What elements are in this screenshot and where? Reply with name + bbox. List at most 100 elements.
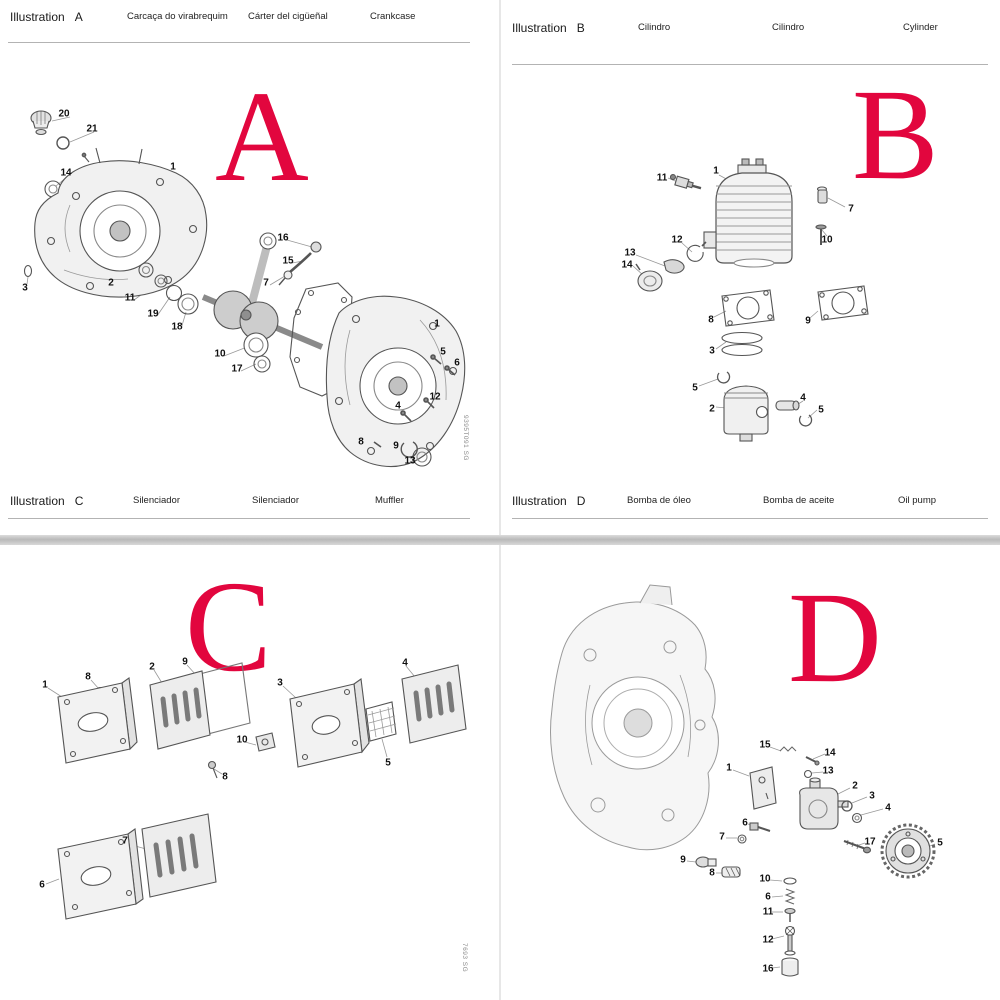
part-label: 1	[434, 318, 440, 330]
part-label: 6	[454, 357, 460, 369]
washer	[851, 812, 863, 824]
part-label: 6	[765, 891, 771, 903]
crankcase-half-left	[34, 147, 208, 298]
screw	[207, 760, 218, 779]
part-label: 4	[395, 400, 401, 412]
leader-lines	[632, 174, 846, 419]
part-label: 7	[719, 831, 725, 843]
washer	[783, 877, 797, 885]
part-label: 12	[671, 234, 683, 246]
part-label: 8	[709, 867, 715, 879]
leader-lines	[45, 664, 416, 885]
washer	[412, 447, 432, 467]
vertical-page-divider	[499, 0, 501, 1000]
seal-ring	[154, 274, 168, 288]
panel-a-caption-es: Cárter del cigüeñal	[248, 11, 328, 22]
crankcase-half-right	[325, 295, 466, 467]
panel-c-header: Illustration C	[10, 492, 83, 510]
part-label: 10	[214, 348, 226, 360]
part-label: 5	[818, 404, 824, 416]
part-label: 5	[937, 837, 943, 849]
part-label: 16	[277, 232, 289, 244]
valve	[784, 907, 796, 922]
bearing	[177, 293, 199, 315]
part-label: 8	[358, 436, 364, 448]
muffler-parts	[57, 662, 467, 920]
part-label: 18	[171, 321, 183, 333]
pump-bracket	[749, 766, 777, 810]
crankcase-diagram	[23, 110, 466, 467]
part-label: 5	[692, 382, 698, 394]
washer	[253, 355, 271, 373]
crankshaft	[201, 232, 324, 350]
small-screw	[81, 152, 90, 163]
part-label: 11	[124, 292, 136, 304]
screw	[843, 839, 872, 854]
part-label: 7	[848, 203, 854, 215]
clip	[803, 769, 813, 779]
part-label: 15	[282, 255, 294, 267]
part-label: 2	[852, 780, 858, 792]
part-label: 13	[822, 765, 834, 777]
part-label: 4	[402, 657, 408, 669]
part-label: 7	[263, 277, 269, 289]
panel-d-header-rule	[512, 518, 988, 519]
cylinder-gasket	[721, 289, 775, 327]
circlip	[716, 371, 731, 384]
part-label: 2	[108, 277, 114, 289]
part-label: 3	[709, 345, 715, 357]
drawing-number: 9395T091 SG	[462, 415, 469, 461]
part-label: 4	[800, 392, 806, 404]
panel-b-title-letter: B	[576, 21, 585, 35]
part-label: 5	[385, 757, 391, 769]
part-label: 9	[680, 854, 686, 866]
impulse-line	[278, 241, 322, 286]
part-label: 2	[149, 661, 155, 673]
louvered-cover	[141, 813, 217, 898]
part-label: 1	[713, 165, 719, 177]
louvered-cover	[149, 670, 211, 750]
piston	[723, 385, 769, 442]
pump-cap	[781, 957, 799, 977]
crankcase-backdrop	[550, 584, 719, 851]
screw	[815, 224, 827, 245]
cylinder-gasket	[817, 285, 869, 321]
panel-b-caption-pt: Cilindro	[638, 22, 671, 33]
panel-b-caption-es: Cilindro	[772, 22, 805, 33]
panel-c-title: Illustration	[10, 494, 65, 508]
washer	[737, 834, 747, 844]
panel-b-caption-en: Cylinder	[903, 22, 938, 33]
chain-sprocket	[880, 823, 936, 879]
part-label: 8	[222, 771, 228, 783]
muffler-shell	[57, 828, 144, 920]
cylinder-body	[703, 158, 793, 268]
part-label: 5	[440, 346, 446, 358]
panel-b-header-rule	[512, 64, 988, 65]
part-label: 1	[42, 679, 48, 691]
part-label: 1	[170, 161, 176, 173]
part-label: 9	[393, 440, 399, 452]
part-label: 6	[742, 817, 748, 829]
crankcase-parts	[23, 110, 466, 467]
panel-d-big-letter: D	[788, 566, 882, 710]
part-label: 14	[60, 167, 72, 179]
drawing-number: 7693 SG	[461, 943, 468, 973]
panel-c-title-letter: C	[74, 494, 84, 508]
panel-a-title: Illustration	[10, 10, 65, 24]
screws	[373, 354, 456, 448]
part-label: 10	[759, 873, 771, 885]
muffler-shell	[57, 677, 138, 764]
plug	[695, 856, 717, 868]
valve-cover	[635, 263, 663, 292]
part-label: 8	[708, 314, 714, 326]
part-label: 12	[762, 934, 774, 946]
part-label: 3	[22, 282, 28, 294]
oil-cap	[30, 110, 52, 136]
panel-c-caption-en: Muffler	[375, 495, 404, 506]
